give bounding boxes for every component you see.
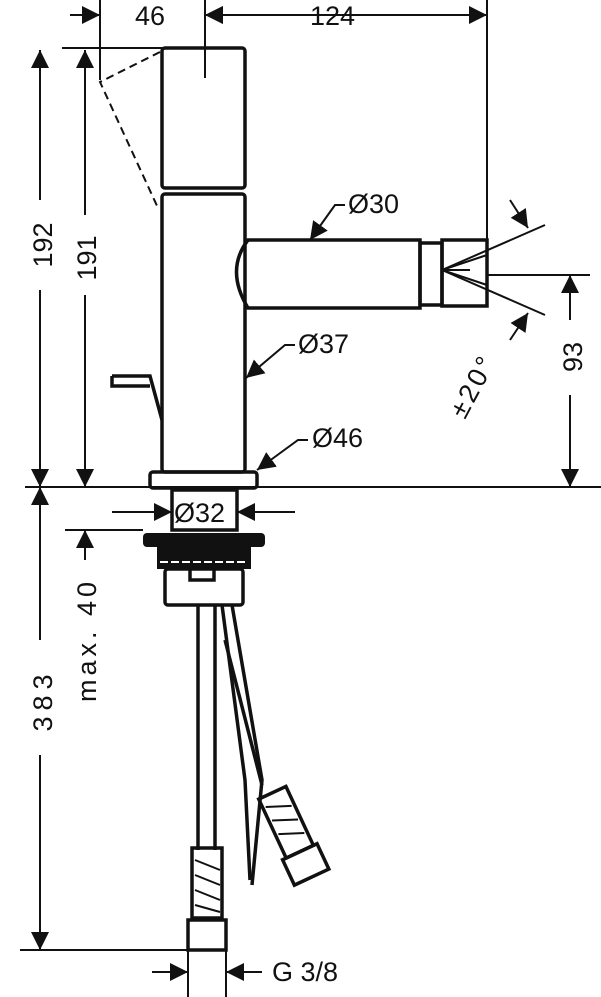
dim-192: 192 xyxy=(28,222,58,267)
top-dimension-lines xyxy=(70,0,488,240)
dim-g-3-8: G 3/8 xyxy=(272,957,338,987)
dim-383: 383 xyxy=(28,668,58,731)
leader-lines xyxy=(245,204,345,471)
dim-124: 124 xyxy=(310,1,355,31)
dim-diameter-37: Ø37 xyxy=(298,329,349,359)
shank-assembly xyxy=(65,488,295,607)
dim-diameter-32: Ø32 xyxy=(174,498,225,528)
right-dimension-lines xyxy=(441,199,590,487)
dim-93: 93 xyxy=(558,342,588,372)
dim-191: 191 xyxy=(72,235,102,280)
dim-max-40: max. 40 xyxy=(72,578,102,702)
dim-46: 46 xyxy=(135,1,165,31)
left-dimension-lines xyxy=(20,50,190,951)
dim-diameter-30: Ø30 xyxy=(348,189,399,219)
faucet-outline xyxy=(62,46,489,490)
supply-hoses xyxy=(186,604,332,952)
dim-swivel-angle: ±20° xyxy=(444,349,502,423)
dim-diameter-46: Ø46 xyxy=(312,423,363,453)
thread-dimension xyxy=(152,950,262,997)
